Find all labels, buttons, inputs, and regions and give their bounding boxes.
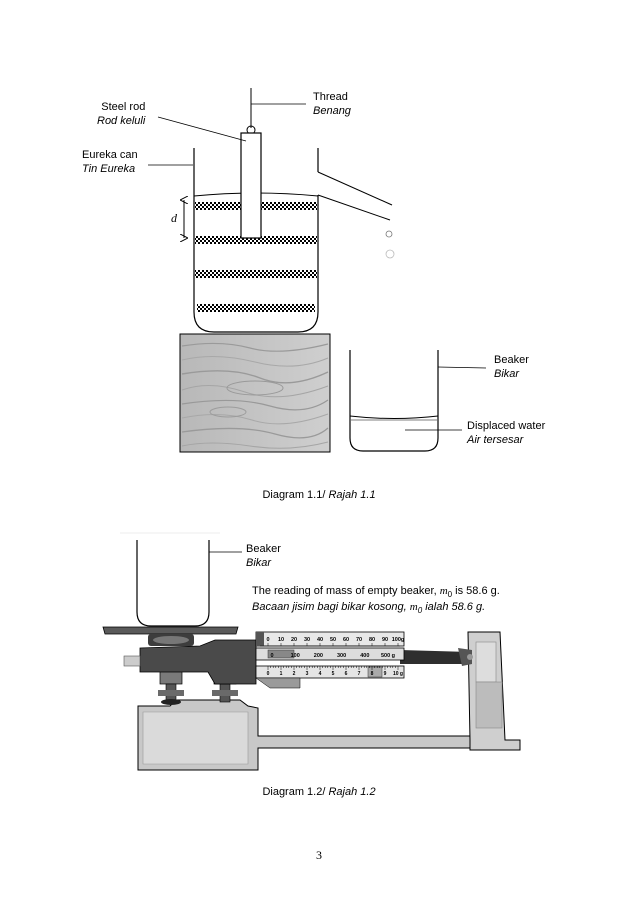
beaker-2-label: Beaker Bikar xyxy=(246,543,281,569)
scale-bot-label: 2 xyxy=(293,671,296,677)
scale-bot-label: 5 xyxy=(332,671,335,677)
scale-ticks-bot xyxy=(267,666,399,670)
scale-top-label: 10 xyxy=(278,637,284,643)
eureka-can-label: Eureka can Tin Eureka xyxy=(82,149,138,175)
beaker-label: Beaker Bikar xyxy=(494,354,529,380)
scale-top-label: 50 xyxy=(330,637,336,643)
depth-label: d xyxy=(171,211,177,225)
beaker-pointer xyxy=(437,366,487,369)
scale-top-label: 70 xyxy=(356,637,362,643)
diagram-1-1 xyxy=(148,88,487,453)
scale-mid-label: 0 xyxy=(270,653,273,659)
scale-bot-label: 10 g xyxy=(393,671,403,677)
page-number: 3 xyxy=(316,848,322,862)
reading-text-ms: Bacaan jisim bagi bikar kosong, m0 ialah… xyxy=(252,601,486,616)
balance-beam xyxy=(123,639,473,685)
scale-tick-labels-mid: 0 100 200 300 400 500 g xyxy=(270,653,395,659)
scale-top-label: 40 xyxy=(317,637,323,643)
wooden-block xyxy=(179,333,331,453)
scale-top-label: 0 xyxy=(266,637,269,643)
scale-top-label: 100g xyxy=(392,637,405,643)
scale-tick-labels-top: 0 10 20 30 40 50 60 70 80 90 100g xyxy=(266,637,404,643)
steel-rod-label: Steel rod Rod keluli xyxy=(97,101,146,127)
scale-mid-label: 500 g xyxy=(381,653,395,659)
scale-top-label: 60 xyxy=(343,637,349,643)
steel-rod-pointer xyxy=(157,116,247,142)
displaced-water-label: Displaced water Air tersesar xyxy=(467,420,546,446)
scale-bot-label: 9 xyxy=(384,671,387,677)
beaker-2 xyxy=(120,532,220,627)
thread-label: Thread Benang xyxy=(313,91,351,117)
beam-scale-mid xyxy=(255,647,405,661)
scale-bot-label: 1 xyxy=(280,671,283,677)
scale-bot-label: 7 xyxy=(358,671,361,677)
scale-bot-label: 3 xyxy=(306,671,309,677)
scale-mid-label: 200 xyxy=(314,653,323,659)
beam-scale-top xyxy=(255,631,405,647)
steel-rod xyxy=(240,132,262,239)
water-drop xyxy=(385,230,393,238)
scale-bot-label: 6 xyxy=(345,671,348,677)
scale-top-label: 30 xyxy=(304,637,310,643)
scale-top-label: 80 xyxy=(369,637,375,643)
scale-top-label: 20 xyxy=(291,637,297,643)
scale-mid-label: 300 xyxy=(337,653,346,659)
scale-top-label: 90 xyxy=(382,637,388,643)
scale-tick-labels-bot: 0 1 2 3 4 5 6 7 8 9 10 g xyxy=(267,671,403,677)
scale-ticks-top xyxy=(267,643,399,646)
beam-scale-bot xyxy=(255,665,405,689)
scale-bot-label: 0 xyxy=(267,671,270,677)
balance-base xyxy=(137,631,521,771)
scale-bot-label: 8 xyxy=(371,671,374,677)
diagram-1-1-caption: Diagram 1.1/ Rajah 1.1 xyxy=(262,489,376,501)
beaker-1 xyxy=(349,350,439,452)
balance-pan xyxy=(102,626,239,646)
scale-mid-label: 100 xyxy=(291,653,300,659)
scale-mid-label: 400 xyxy=(360,653,369,659)
reading-text-en: The reading of mass of empty beaker, m0 … xyxy=(252,585,500,600)
diagram-1-2-caption: Diagram 1.2/ Rajah 1.2 xyxy=(262,786,376,798)
water-drop xyxy=(385,249,395,259)
scale-bot-label: 4 xyxy=(319,671,322,677)
